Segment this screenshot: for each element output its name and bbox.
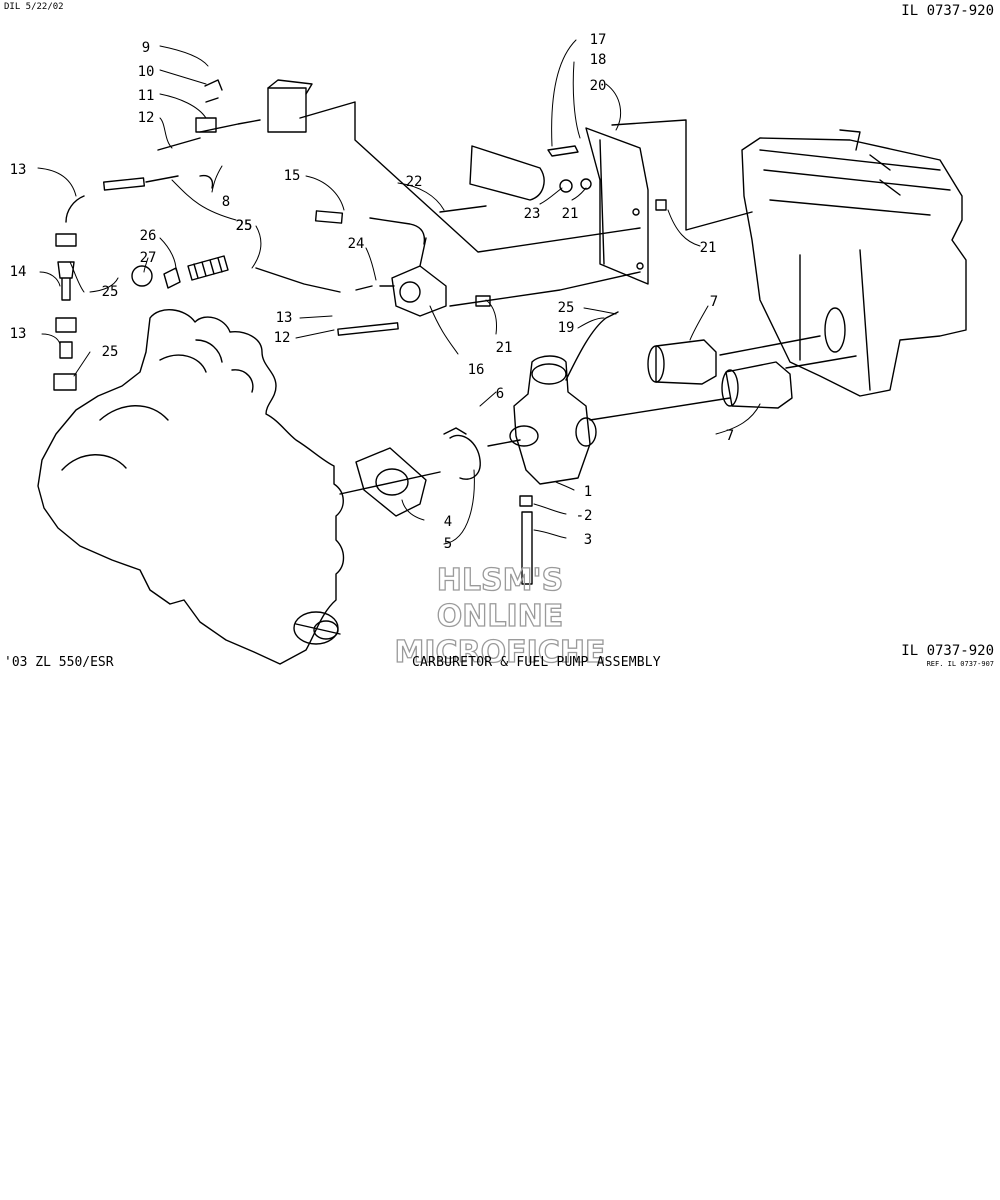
callout-22: 22 xyxy=(406,174,423,190)
callout-1: 1 xyxy=(584,484,592,500)
callout-21: 21 xyxy=(562,206,579,222)
date-stamp: DIL 5/22/02 xyxy=(4,2,64,12)
callout-2: -2 xyxy=(576,508,593,524)
callout-24: 24 xyxy=(348,236,365,252)
watermark-line-1: HLSM'S xyxy=(437,563,563,598)
callout-25: 25 xyxy=(236,218,253,234)
callout-12: 12 xyxy=(138,110,155,126)
intake-boot-upper xyxy=(655,339,717,385)
callout-26: 26 xyxy=(140,228,157,244)
callout-18: 18 xyxy=(590,52,607,68)
callout-8: 8 xyxy=(222,194,230,210)
engine-outline xyxy=(37,309,345,665)
callout-4: 4 xyxy=(444,514,452,530)
model-label: '03 ZL 550/ESR xyxy=(4,655,114,670)
callout-labels: 9 10 11 12 13 8 25 14 25 13 25 26 27 25 … xyxy=(10,32,735,552)
callout-20: 20 xyxy=(590,78,607,94)
airbox xyxy=(741,137,967,397)
page-code-bottom: IL 0737-920 xyxy=(901,643,994,659)
callout-16: 16 xyxy=(468,362,485,378)
callout-27: 27 xyxy=(140,250,157,266)
callout-13: 13 xyxy=(276,310,293,326)
carburetor xyxy=(513,355,591,485)
callout-7: 7 xyxy=(710,294,718,310)
callout-25: 25 xyxy=(102,284,119,300)
watermark: HLSM'S ONLINE MICROFICHE xyxy=(394,562,606,670)
callout-21: 21 xyxy=(496,340,513,356)
callout-17: 17 xyxy=(590,32,607,48)
callout-13: 13 xyxy=(10,162,27,178)
callout-15: 15 xyxy=(284,168,301,184)
page-code-top: IL 0737-920 xyxy=(901,3,994,19)
callout-25: 25 xyxy=(236,218,253,234)
watermark-line-3: MICROFICHE xyxy=(395,635,606,670)
diagram-title: CARBURETOR & FUEL PUMP ASSEMBLY xyxy=(412,655,661,670)
callout-7: 7 xyxy=(726,428,734,444)
callout-25: 25 xyxy=(102,344,119,360)
callout-23: 23 xyxy=(524,206,541,222)
callout-3: 3 xyxy=(584,532,592,548)
callout-12: 12 xyxy=(274,330,291,346)
callout-25: 25 xyxy=(558,300,575,316)
reference-code: REF. IL 0737-907 xyxy=(926,660,994,668)
watermark-line-2: ONLINE xyxy=(437,599,564,634)
intake-flange xyxy=(355,447,427,517)
callout-6: 6 xyxy=(496,386,504,402)
callout-14: 14 xyxy=(10,264,27,280)
oil-tank-bracket xyxy=(267,87,307,133)
callout-19: 19 xyxy=(558,320,575,336)
callout-10: 10 xyxy=(138,64,155,80)
callout-9: 9 xyxy=(142,40,150,56)
callout-5: 5 xyxy=(444,536,452,552)
callout-11: 11 xyxy=(138,88,155,104)
callout-21: 21 xyxy=(700,240,717,256)
callout-13: 13 xyxy=(10,326,27,342)
mounting-bracket xyxy=(585,127,649,285)
